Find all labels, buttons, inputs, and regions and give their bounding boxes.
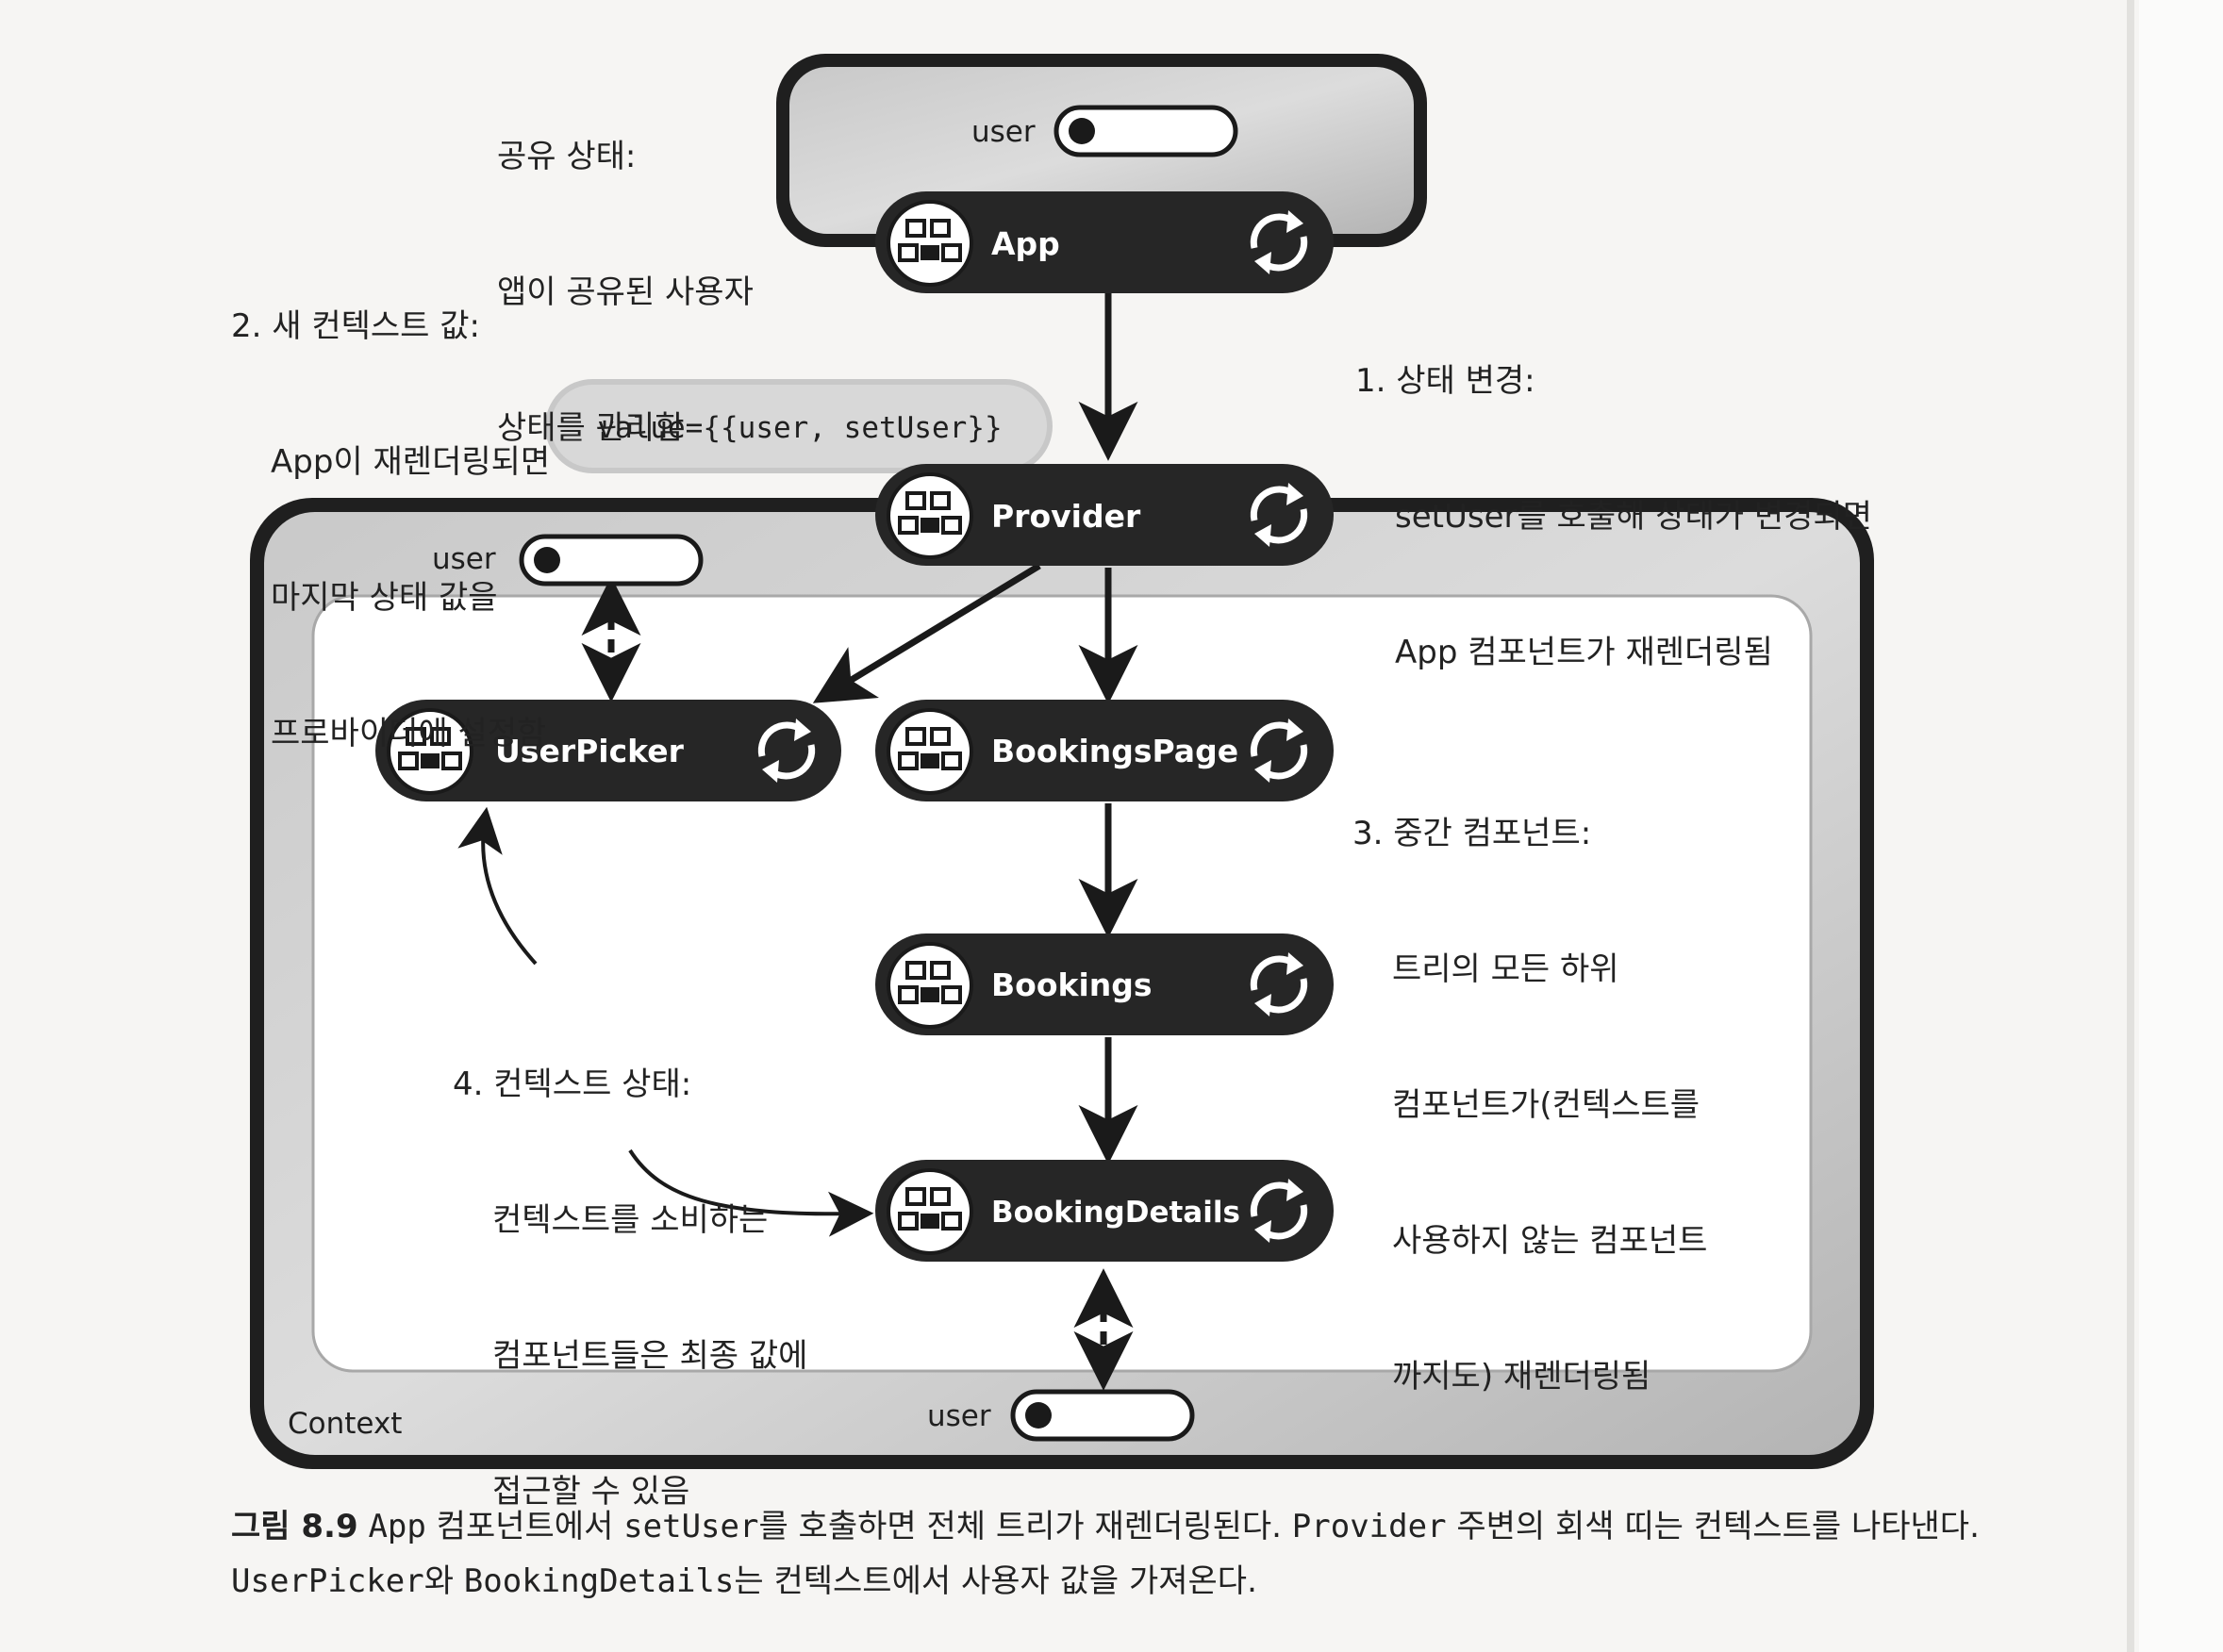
- annotation-new-context-value-line: 마지막 상태 값을: [271, 579, 498, 617]
- caption-code: App: [368, 1508, 426, 1545]
- caption-code: setUser: [623, 1508, 759, 1545]
- node-app-label: App: [991, 225, 1060, 262]
- connectors: [457, 292, 1138, 1391]
- annotation-new-context-value-heading: 2. 새 컨텍스트 값:: [231, 307, 480, 345]
- context-user-label-bottom: user: [927, 1399, 991, 1433]
- caption-text: 를 호출하면 전체 트리가 재렌더링된다.: [758, 1508, 1292, 1545]
- node-provider-label: Provider: [991, 498, 1141, 535]
- node-userpicker-label: UserPicker: [495, 733, 685, 769]
- figure-number: 그림 8.9: [231, 1508, 358, 1545]
- annotation-intermediate-line: 까지도) 재렌더링됨: [1392, 1358, 1651, 1396]
- annotation-new-context-value-line: 프로바이더에 설정함: [271, 715, 547, 752]
- annotation-context-state-line: 컨텍스트를 소비하는: [492, 1201, 769, 1239]
- node-bookings: Bookings: [875, 933, 1334, 1035]
- curve-annotation-userpicker: [457, 806, 538, 966]
- annotation-shared-state-line: 상태를 관리함: [497, 409, 685, 447]
- node-bookingdetails-label: BookingDetails: [991, 1196, 1240, 1230]
- annotation-intermediate-line: 컴포넌트가(컨텍스트를: [1392, 1086, 1700, 1124]
- app-user-toggle: user: [971, 105, 1238, 157]
- caption-text: 와: [423, 1562, 464, 1600]
- page-margin: [2139, 0, 2223, 1652]
- context-label: Context: [288, 1407, 402, 1441]
- annotation-shared-state-line: 앱이 공유된 사용자: [497, 273, 754, 311]
- caption-code: UserPicker: [231, 1562, 424, 1600]
- caption-code: BookingDetails: [463, 1562, 735, 1600]
- annotation-intermediate: 3. 중간 컴포넌트: 트리의 모든 하위 컴포넌트가(컨텍스트를 사용하지 않…: [1352, 720, 1707, 1445]
- app-user-label: user: [971, 115, 1036, 149]
- node-app: App: [875, 191, 1334, 293]
- annotation-new-context-value: 2. 새 컨텍스트 값: App이 재렌더링되면 마지막 상태 값을 프로바이더…: [231, 213, 550, 801]
- annotation-shared-state: 공유 상태: 앱이 공유된 사용자 상태를 관리함: [497, 43, 754, 496]
- context-user-label-top: user: [432, 542, 496, 576]
- node-bookingspage: BookingsPage: [875, 700, 1334, 801]
- annotation-state-change: 1. 상태 변경: setUser를 호출해 상태가 변경되면 App 컴포넌트…: [1355, 268, 1872, 720]
- node-bookingspage-label: BookingsPage: [991, 733, 1238, 769]
- annotation-intermediate-line: 트리의 모든 하위: [1392, 950, 1619, 988]
- value-prop-pill: value={{user, setUser}}: [545, 379, 1053, 473]
- annotation-state-change-heading: 1. 상태 변경:: [1355, 362, 1535, 400]
- arrow-provider-userpicker: [812, 563, 1041, 703]
- caption-text: 주변의 회색 띠는 컨텍스트를 나타낸다.: [1446, 1508, 1980, 1545]
- value-prop-text: value={{user, setUser}}: [597, 411, 1002, 445]
- figure-caption: 그림 8.9 App 컴포넌트에서 setUser를 호출하면 전체 트리가 재…: [231, 1499, 2023, 1609]
- annotation-context-state-line: 접근할 수 있음: [492, 1473, 690, 1511]
- node-bookingdetails: BookingDetails: [875, 1160, 1334, 1262]
- curve-annotation-bookingdetails: [628, 1148, 874, 1237]
- annotation-context-state-line: 컴포넌트들은 최종 값에: [492, 1337, 808, 1375]
- annotation-state-change-line: setUser를 호출해 상태가 변경되면: [1395, 498, 1872, 536]
- caption-text: [358, 1508, 369, 1545]
- annotation-state-change-line: App 컴포넌트가 재렌더링됨: [1395, 634, 1773, 671]
- node-provider: Provider: [875, 464, 1334, 566]
- annotation-context-state-heading: 4. 컨텍스트 상태:: [453, 1066, 692, 1103]
- caption-text: 는 컨텍스트에서 사용자 값을 가져온다.: [734, 1562, 1257, 1600]
- caption-code: Provider: [1291, 1508, 1447, 1545]
- context-user-toggle-bottom: user: [927, 1389, 1195, 1442]
- annotation-new-context-value-line: App이 재렌더링되면: [271, 443, 551, 481]
- annotation-context-state: 4. 컨텍스트 상태: 컨텍스트를 소비하는 컴포넌트들은 최종 값에 접근할 …: [453, 971, 807, 1560]
- context-user-toggle-top: user: [432, 534, 704, 586]
- annotation-intermediate-heading: 3. 중간 컴포넌트:: [1352, 815, 1592, 852]
- node-userpicker: UserPicker: [375, 700, 841, 801]
- caption-text: 컴포넌트에서: [425, 1508, 624, 1545]
- page-edge-shadow: [2127, 0, 2134, 1652]
- annotation-shared-state-heading: 공유 상태:: [497, 138, 637, 175]
- annotation-intermediate-line: 사용하지 않는 컴포넌트: [1392, 1222, 1708, 1260]
- node-bookings-label: Bookings: [991, 966, 1153, 1003]
